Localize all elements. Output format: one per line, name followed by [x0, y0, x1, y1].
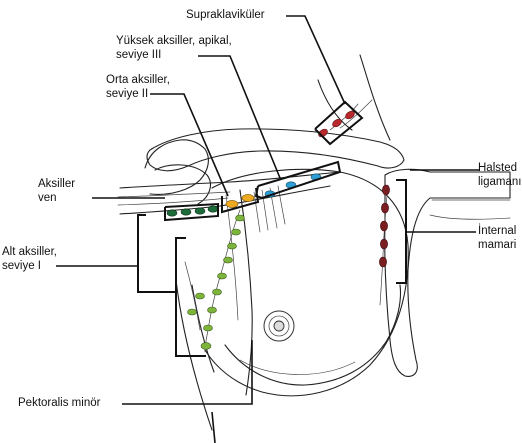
clavicle: [147, 129, 404, 171]
leader-level3: [198, 56, 280, 178]
axillary-vein-node: [195, 208, 205, 214]
label-internal-mamari: İnternal mamari: [478, 225, 516, 252]
level2-node: [242, 194, 254, 201]
label-aksiller-ven: Aksiller ven: [38, 178, 75, 205]
level1-node: [201, 343, 211, 350]
level1-node: [232, 229, 241, 235]
axillary-vein-node: [167, 210, 177, 216]
level1-bracket-outer: [138, 215, 176, 292]
label-pektoralis-minor: Pektoralis minör: [18, 397, 100, 411]
leader-bottom: [212, 412, 215, 443]
internal-mammary-bracket: [396, 180, 406, 283]
axillary-vein-node: [181, 209, 191, 215]
internal-mammary-node: [381, 203, 388, 213]
level1-node: [188, 309, 197, 315]
rib-cartilage: [430, 200, 510, 219]
internal-mammary-node: [382, 185, 389, 195]
leader-supraclavicular: [286, 16, 345, 104]
internal-mammary-node: [380, 221, 387, 231]
level1-node: [218, 273, 227, 279]
label-halsted: Halsted ligamanı: [478, 162, 521, 189]
label-orta-aksiller: Orta aksiller, seviye II: [106, 74, 170, 101]
level1-node: [204, 325, 213, 331]
level2-node: [226, 200, 238, 207]
internal-mammary-node: [380, 239, 387, 249]
axillary-vein-node: [208, 206, 218, 212]
label-supraklavikuler: Supraklaviküler: [186, 9, 265, 23]
level1-node: [228, 243, 237, 249]
neck-line-2: [360, 55, 390, 140]
level1-node: [208, 307, 217, 313]
sternum: [385, 169, 510, 376]
label-alt-aksiller: Alt aksiller, seviye I: [2, 246, 57, 273]
leader-level2: [150, 94, 228, 196]
level1-node: [236, 215, 245, 221]
label-yuksek-aksiller: Yüksek aksiller, apikal, seviye III: [116, 35, 232, 62]
leader-pektoralis: [122, 340, 252, 404]
level1-node: [213, 289, 222, 295]
level1-node: [196, 293, 205, 299]
inframammary-fold: [240, 360, 355, 375]
level1-node: [224, 257, 233, 263]
nipple: [274, 321, 284, 331]
internal-mammary-node: [379, 257, 386, 267]
